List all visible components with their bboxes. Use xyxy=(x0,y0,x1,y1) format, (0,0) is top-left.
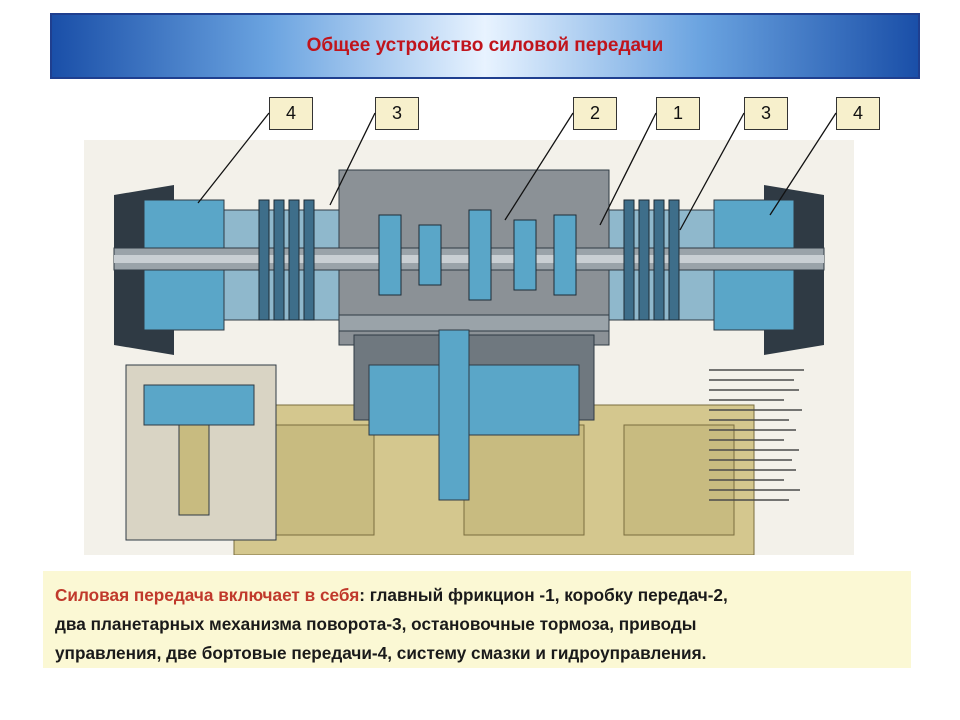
caption-line-1: : главный фрикцион -1, коробку передач-2… xyxy=(359,585,728,605)
title-bar: Общее устройство силовой передачи xyxy=(50,13,920,79)
caption-line-2: два планетарных механизма поворота-3, ос… xyxy=(55,614,697,634)
callout-2: 2 xyxy=(573,97,617,130)
transmission-diagram xyxy=(84,140,854,555)
callout-4-right: 4 xyxy=(836,97,880,130)
caption-line-3: управления, две бортовые передачи-4, сис… xyxy=(55,643,707,663)
callout-4-left: 4 xyxy=(269,97,313,130)
caption-lead: Силовая передача включает в себя xyxy=(55,585,360,605)
description-caption: Силовая передача включает в себя: главны… xyxy=(43,571,911,668)
callout-3-right: 3 xyxy=(744,97,788,130)
callout-1: 1 xyxy=(656,97,700,130)
callout-3-left: 3 xyxy=(375,97,419,130)
page-title: Общее устройство силовой передачи xyxy=(306,35,664,56)
